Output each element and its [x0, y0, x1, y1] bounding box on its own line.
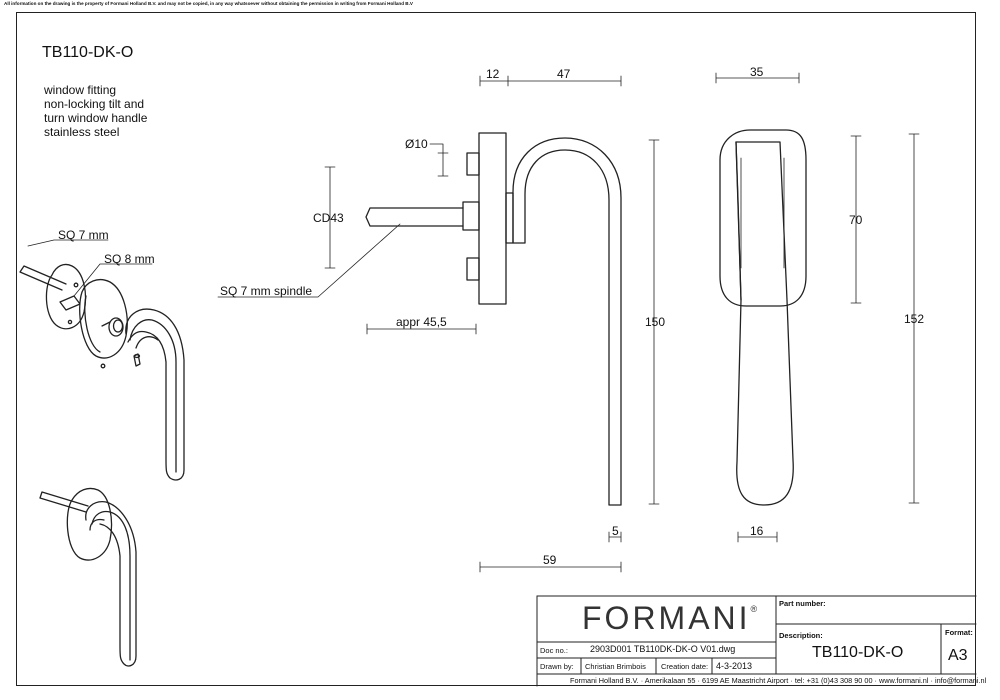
appr-label: appr 45,5 — [396, 315, 447, 329]
title-block-grid — [536, 595, 977, 687]
product-description: window fitting non-locking tilt and turn… — [44, 83, 147, 139]
company-footer: Formani Holland B.V. · Amerikalaan 55 · … — [570, 676, 987, 685]
creation-date-label: Creation date: — [661, 662, 709, 671]
diameter-label: Ø10 — [405, 137, 428, 151]
dim-152: 152 — [904, 312, 925, 326]
dim-16: 16 — [750, 524, 764, 538]
spindle-label: SQ 7 mm spindle — [220, 284, 313, 298]
dim-59: 59 — [543, 553, 557, 567]
dim-12: 12 — [486, 67, 500, 81]
format-value: A3 — [948, 647, 968, 664]
dimension-lines — [27, 72, 920, 573]
dim-70: 70 — [849, 213, 863, 227]
doc-no-label: Doc no.: — [540, 646, 568, 655]
description-value: TB110-DK-O — [812, 644, 904, 661]
description-label: Description: — [779, 631, 823, 640]
description-line: turn window handle — [44, 111, 148, 125]
doc-no-value: 2903D001 TB110DK-DK-O V01.dwg — [590, 644, 736, 654]
front-view — [719, 129, 807, 506]
dim-47: 47 — [557, 67, 571, 81]
dim-35: 35 — [750, 65, 764, 79]
cd-label: CD43 — [313, 211, 344, 225]
description-line: non-locking tilt and — [44, 97, 145, 111]
disclaimer: All information on the drawing is the pr… — [4, 1, 413, 6]
dim-5: 5 — [612, 524, 619, 538]
format-label: Format: — [945, 628, 973, 637]
assembled-view — [39, 487, 137, 667]
drawn-by-label: Drawn by: — [540, 662, 574, 671]
sq8-label: SQ 8 mm — [104, 252, 155, 266]
drawn-by-value: Christian Brimbois — [585, 662, 646, 671]
formani-logo: FORMANI® — [582, 600, 758, 636]
creation-date-value: 4-3-2013 — [716, 661, 753, 671]
description-line: window fitting — [44, 83, 117, 97]
exploded-view — [19, 263, 185, 481]
part-number-label: Part number: — [779, 599, 826, 608]
side-view — [365, 132, 622, 506]
sq7-label: SQ 7 mm — [58, 228, 109, 242]
drawing-title: TB110-DK-O — [42, 44, 134, 61]
description-line: stainless steel — [44, 125, 120, 139]
drawing-frame — [16, 12, 976, 686]
dim-150: 150 — [645, 315, 666, 329]
